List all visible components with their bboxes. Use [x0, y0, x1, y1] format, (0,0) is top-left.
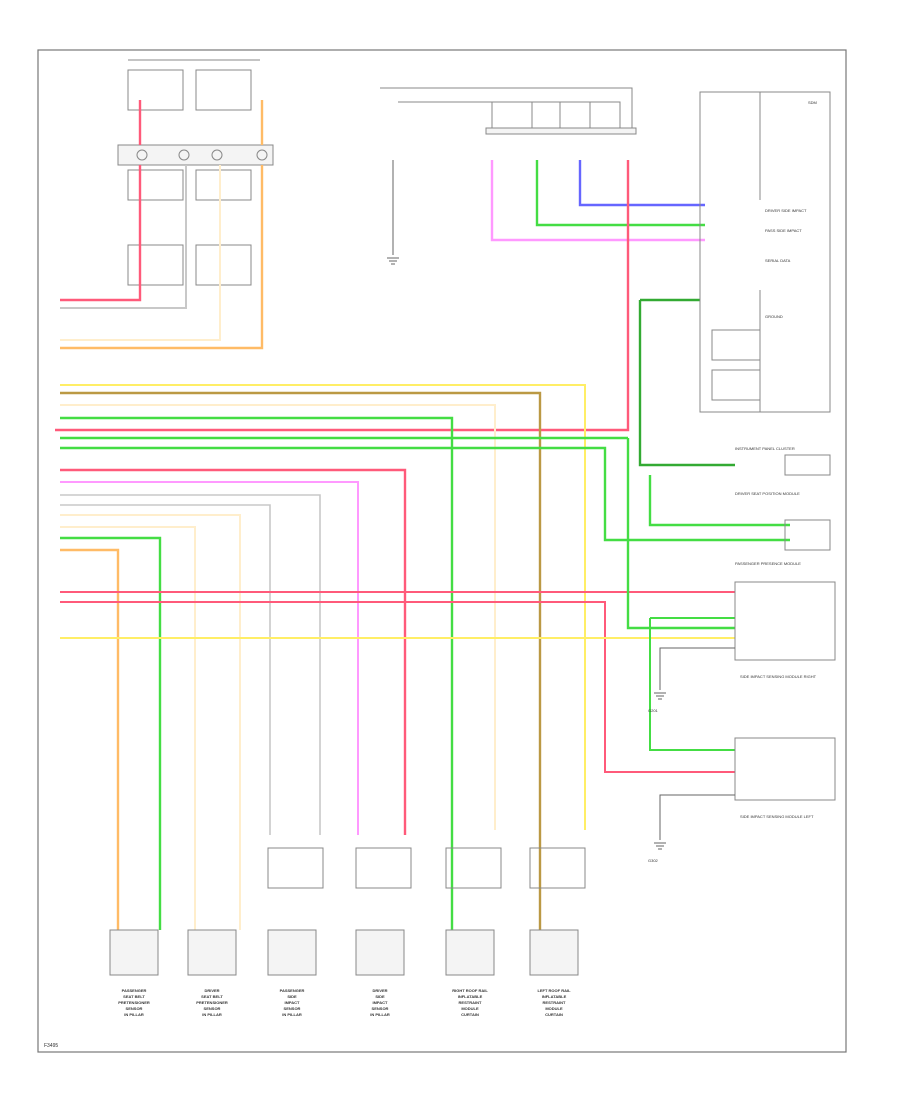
sdm-ground-label: GROUND: [765, 314, 783, 319]
caption-right-curtain-1: RIGHT ROOF RAIL: [452, 988, 488, 993]
right-modules: INSTRUMENT PANEL CLUSTER DRIVER SEAT POS…: [735, 446, 831, 566]
bottom-components: [109, 929, 579, 976]
caption-left-curtain-4: MODULE: [545, 1006, 563, 1011]
sdm-module: SDM DRIVER SIDE IMPACT PASS SIDE IMPACT …: [699, 91, 831, 413]
caption-right-curtain-3: RESTRAINT: [459, 1000, 482, 1005]
caption-driver-pretensioner-1: DRIVER: [204, 988, 219, 993]
caption-right-curtain-5: CURTAIN: [461, 1012, 479, 1017]
caption-right-curtain-2: INFLATABLE: [458, 994, 483, 999]
caption-pass-pretensioner-2: SEAT BELT: [123, 994, 145, 999]
caption-driver-pretensioner-4: SENSOR: [204, 1006, 221, 1011]
caption-pass-pretensioner-5: IN PILLAR: [124, 1012, 144, 1017]
instrument-cluster-label: INSTRUMENT PANEL CLUSTER: [735, 446, 795, 451]
caption-left-curtain-1: LEFT ROOF RAIL: [537, 988, 571, 993]
side-impact-modules: SIDE IMPACT SENSING MODULE RIGHT SIDE IM…: [648, 581, 836, 863]
diagram-code: F3495: [44, 1043, 58, 1049]
diagram-frame: [37, 49, 847, 1053]
side-impact-module-l-label: SIDE IMPACT SENSING MODULE LEFT: [740, 814, 814, 819]
sdm-pass-side-label: PASS SIDE IMPACT: [765, 228, 802, 233]
caption-pass-side-impact-5: IN PILLAR: [282, 1012, 302, 1017]
sdm-title: SDM: [808, 100, 817, 105]
caption-right-curtain-4: MODULE: [461, 1006, 479, 1011]
top-left-connector-cluster: [117, 59, 274, 286]
caption-left-curtain-2: INFLATABLE: [542, 994, 567, 999]
driver-seat-module-label: DRIVER SEAT POSITION MODULE: [735, 491, 800, 496]
caption-pass-side-impact-4: SENSOR: [284, 1006, 301, 1011]
caption-pass-side-impact-1: PASSENGER: [280, 988, 305, 993]
top-middle-harness: [380, 87, 637, 265]
caption-pass-side-impact-3: IMPACT: [284, 1000, 300, 1005]
ground-label-1: G201: [648, 708, 659, 713]
pass-seat-module-label: PASSENGER PRESENCE MODULE: [735, 561, 801, 566]
caption-driver-side-impact-4: SENSOR: [372, 1006, 389, 1011]
sdm-driver-side-label: DRIVER SIDE IMPACT: [765, 208, 807, 213]
sdm-serial-data-label: SERIAL DATA: [765, 258, 791, 263]
caption-driver-side-impact-2: SIDE: [375, 994, 385, 999]
side-impact-module-r-label: SIDE IMPACT SENSING MODULE RIGHT: [740, 674, 817, 679]
component-captions: PASSENGER SEAT BELT PRETENSIONER SENSOR …: [118, 988, 571, 1017]
caption-pass-pretensioner-1: PASSENGER: [122, 988, 147, 993]
caption-driver-pretensioner-3: PRETENSIONER: [196, 1000, 228, 1005]
caption-driver-pretensioner-2: SEAT BELT: [201, 994, 223, 999]
caption-left-curtain-5: CURTAIN: [545, 1012, 563, 1017]
caption-pass-pretensioner-3: PRETENSIONER: [118, 1000, 150, 1005]
ground-label-2: G302: [648, 858, 659, 863]
caption-pass-side-impact-2: SIDE: [287, 994, 297, 999]
bottom-inline-connectors: [267, 847, 586, 889]
caption-driver-side-impact-1: DRIVER: [372, 988, 387, 993]
caption-driver-side-impact-3: IMPACT: [372, 1000, 388, 1005]
caption-left-curtain-3: RESTRAINT: [543, 1000, 566, 1005]
caption-driver-pretensioner-5: IN PILLAR: [202, 1012, 222, 1017]
caption-pass-pretensioner-4: SENSOR: [126, 1006, 143, 1011]
caption-driver-side-impact-5: IN PILLAR: [370, 1012, 390, 1017]
